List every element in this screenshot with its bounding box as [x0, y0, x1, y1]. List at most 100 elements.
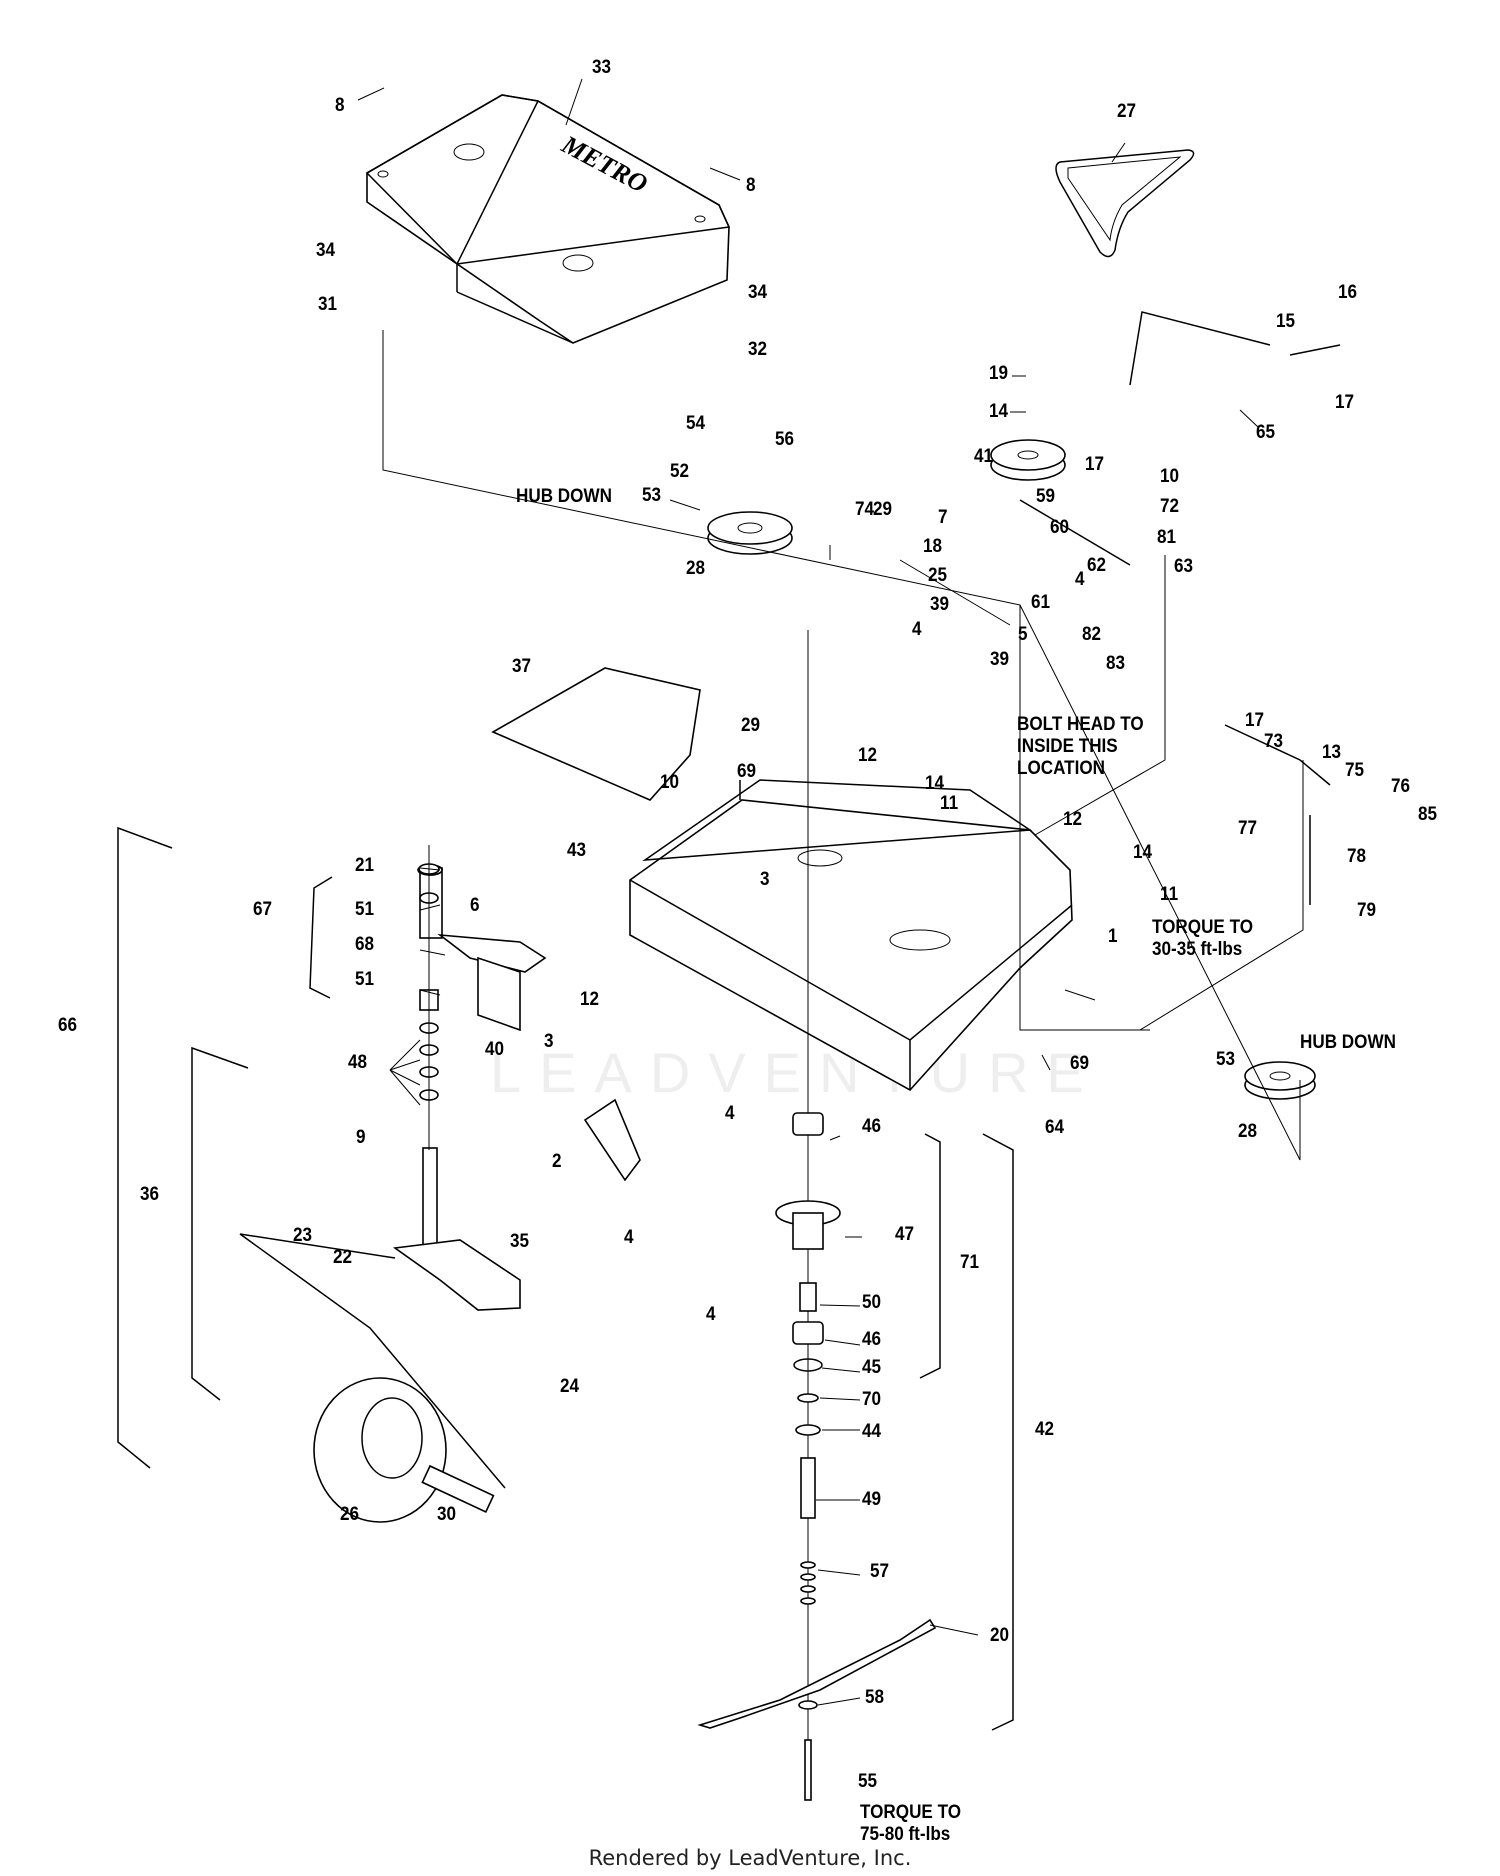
callout-13[interactable]: 13 [1322, 742, 1342, 763]
callout-46[interactable]: 46 [862, 1116, 882, 1137]
callout-47[interactable]: 47 [895, 1224, 915, 1245]
callout-4[interactable]: 4 [706, 1304, 716, 1325]
callout-79[interactable]: 79 [1357, 900, 1377, 921]
callout-82[interactable]: 82 [1082, 624, 1102, 645]
control-rods[interactable] [1019, 311, 1341, 905]
callout-17[interactable]: 17 [1335, 392, 1355, 413]
callout-53[interactable]: 53 [1216, 1049, 1236, 1070]
callout-83[interactable]: 83 [1106, 653, 1126, 674]
callout-31[interactable]: 31 [318, 294, 338, 315]
callout-14[interactable]: 14 [989, 401, 1009, 422]
callout-58[interactable]: 58 [865, 1687, 885, 1708]
callout-5[interactable]: 5 [1018, 624, 1028, 645]
callout-27[interactable]: 27 [1117, 101, 1137, 122]
callout-3[interactable]: 3 [544, 1031, 554, 1052]
deflector-37[interactable] [491, 667, 701, 801]
callout-24[interactable]: 24 [560, 1376, 580, 1397]
callout-76[interactable]: 76 [1391, 776, 1411, 797]
callout-2[interactable]: 2 [552, 1151, 562, 1172]
callout-7[interactable]: 7 [938, 507, 948, 528]
callout-66[interactable]: 66 [58, 1015, 78, 1036]
pulley-53-top[interactable] [707, 511, 793, 555]
callout-50[interactable]: 50 [862, 1292, 882, 1313]
callout-17[interactable]: 17 [1085, 454, 1105, 475]
callout-61[interactable]: 61 [1031, 592, 1051, 613]
callout-12[interactable]: 12 [580, 989, 600, 1010]
callout-67[interactable]: 67 [253, 899, 273, 920]
callout-26[interactable]: 26 [340, 1504, 360, 1525]
callout-36[interactable]: 36 [140, 1184, 160, 1205]
callout-69[interactable]: 69 [737, 761, 757, 782]
callout-77[interactable]: 77 [1238, 818, 1258, 839]
callout-4[interactable]: 4 [1075, 569, 1085, 590]
callout-12[interactable]: 12 [858, 745, 878, 766]
callout-14[interactable]: 14 [1133, 842, 1153, 863]
belt-27[interactable] [1055, 149, 1195, 258]
callout-37[interactable]: 37 [512, 656, 532, 677]
caster-fork-35[interactable] [392, 864, 521, 1311]
callout-72[interactable]: 72 [1160, 496, 1180, 517]
blade-20[interactable] [697, 1618, 937, 1729]
callout-43[interactable]: 43 [567, 840, 587, 861]
callout-4[interactable]: 4 [725, 1103, 735, 1124]
callout-71[interactable]: 71 [960, 1252, 980, 1273]
callout-65[interactable]: 65 [1256, 422, 1276, 443]
callout-42[interactable]: 42 [1035, 1419, 1055, 1440]
callout-35[interactable]: 35 [510, 1231, 530, 1252]
belt-cover-33[interactable]: METRO [365, 94, 731, 344]
callout-68[interactable]: 68 [355, 934, 375, 955]
callout-45[interactable]: 45 [862, 1357, 882, 1378]
callout-11[interactable]: 11 [1160, 884, 1179, 905]
callout-6[interactable]: 6 [470, 895, 480, 916]
callout-14[interactable]: 14 [925, 773, 945, 794]
callout-4[interactable]: 4 [624, 1227, 634, 1248]
callout-25[interactable]: 25 [928, 565, 948, 586]
callout-46[interactable]: 46 [862, 1329, 882, 1350]
callout-51[interactable]: 51 [355, 969, 375, 990]
callout-23[interactable]: 23 [293, 1225, 313, 1246]
caster-bracket-68[interactable] [437, 933, 547, 1032]
callout-8[interactable]: 8 [335, 95, 345, 116]
callout-78[interactable]: 78 [1347, 846, 1367, 867]
callout-57[interactable]: 57 [870, 1561, 890, 1582]
spindle-assembly-42[interactable] [775, 630, 841, 1801]
callout-17[interactable]: 17 [1245, 710, 1265, 731]
callout-52[interactable]: 52 [670, 461, 690, 482]
callout-21[interactable]: 21 [355, 855, 375, 876]
callout-40[interactable]: 40 [485, 1039, 505, 1060]
callout-74[interactable]: 74 [855, 499, 875, 520]
callout-11[interactable]: 11 [940, 793, 959, 814]
callout-15[interactable]: 15 [1276, 311, 1296, 332]
callout-10[interactable]: 10 [1160, 466, 1180, 487]
callout-75[interactable]: 75 [1345, 760, 1365, 781]
callout-70[interactable]: 70 [862, 1389, 882, 1410]
callout-28[interactable]: 28 [686, 558, 706, 579]
callout-4[interactable]: 4 [912, 619, 922, 640]
callout-22[interactable]: 22 [333, 1247, 353, 1268]
callout-29[interactable]: 29 [741, 715, 761, 736]
mower-deck-1[interactable] [629, 779, 1073, 1092]
callout-9[interactable]: 9 [356, 1127, 366, 1148]
callout-55[interactable]: 55 [858, 1771, 878, 1792]
callout-20[interactable]: 20 [990, 1625, 1010, 1646]
callout-30[interactable]: 30 [437, 1504, 457, 1525]
callout-16[interactable]: 16 [1338, 282, 1358, 303]
callout-73[interactable]: 73 [1264, 731, 1284, 752]
callout-60[interactable]: 60 [1050, 517, 1070, 538]
callout-39[interactable]: 39 [990, 649, 1010, 670]
callout-34[interactable]: 34 [748, 282, 768, 303]
callout-18[interactable]: 18 [923, 536, 943, 557]
callout-64[interactable]: 64 [1045, 1117, 1065, 1138]
callout-63[interactable]: 63 [1174, 556, 1194, 577]
callout-32[interactable]: 32 [748, 339, 768, 360]
callout-19[interactable]: 19 [989, 363, 1009, 384]
callout-34[interactable]: 34 [316, 240, 336, 261]
callout-10[interactable]: 10 [660, 772, 680, 793]
callout-54[interactable]: 54 [686, 413, 706, 434]
callout-28[interactable]: 28 [1238, 1121, 1258, 1142]
callout-3[interactable]: 3 [760, 869, 770, 890]
callout-81[interactable]: 81 [1157, 527, 1177, 548]
callout-12[interactable]: 12 [1063, 809, 1083, 830]
idler-pulley-41[interactable] [990, 439, 1066, 481]
callout-85[interactable]: 85 [1418, 804, 1438, 825]
